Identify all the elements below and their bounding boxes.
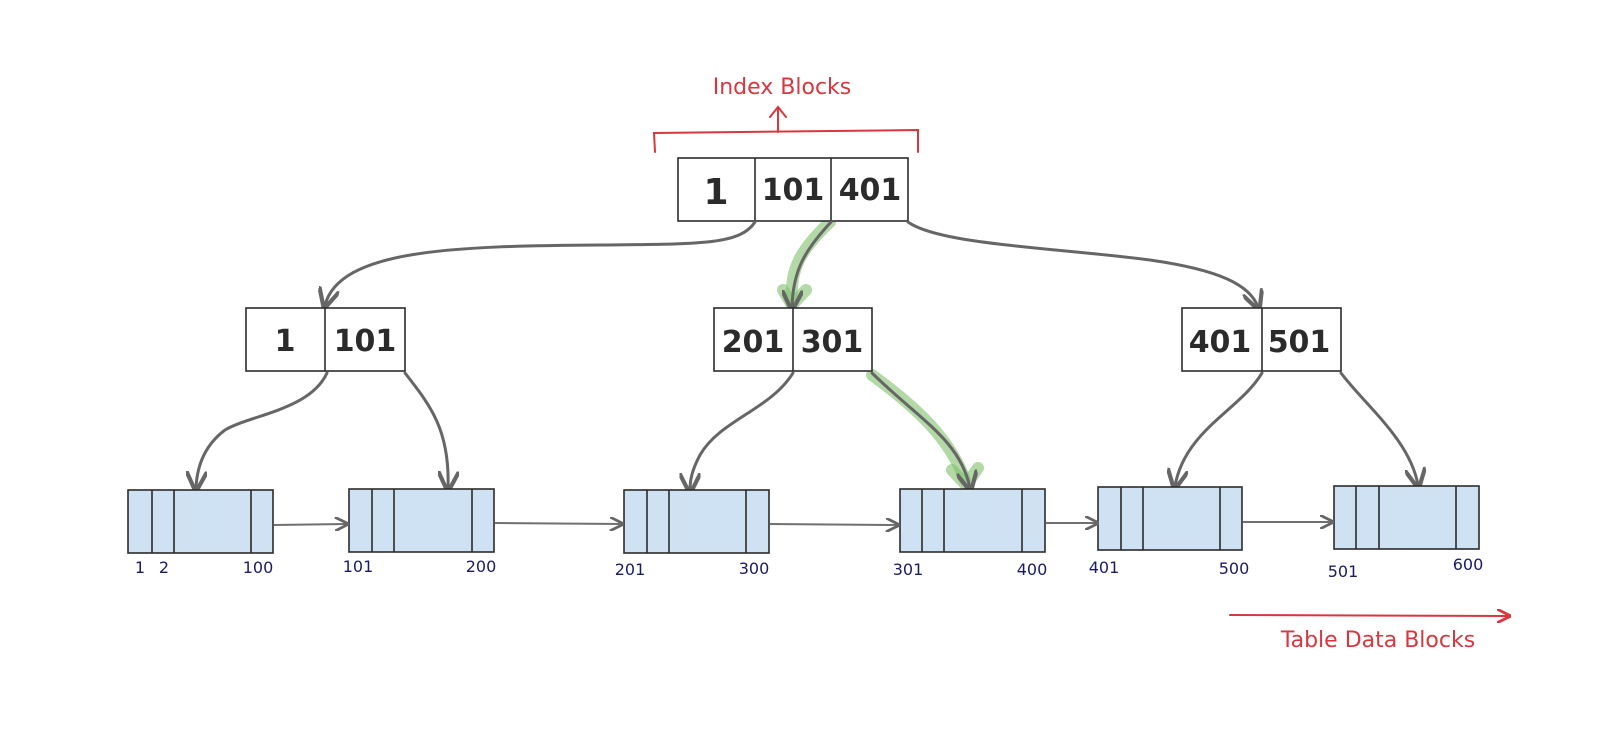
data-block-6: 501 600	[1328, 485, 1484, 581]
range-label: 101	[343, 557, 374, 576]
range-label: 600	[1453, 555, 1484, 574]
index-blocks-annotation: Index Blocks	[652, 75, 919, 153]
branch-node-2: 201 301	[713, 307, 873, 372]
data-block-4: 301 400	[893, 488, 1048, 579]
branch-key: 401	[1189, 325, 1252, 360]
range-label: 400	[1017, 560, 1048, 579]
branch-edges	[196, 371, 1418, 490]
branch-node-3: 401 501	[1181, 307, 1342, 372]
range-label: 1	[135, 558, 145, 577]
root-key: 101	[762, 173, 825, 208]
leaf-links	[273, 522, 1331, 525]
range-label: 501	[1328, 562, 1359, 581]
range-label: 2	[159, 558, 169, 577]
range-label: 201	[615, 560, 646, 579]
data-block-5: 401 500	[1089, 486, 1250, 578]
root-node: 1 101 401	[677, 157, 909, 222]
direction-arrow	[1229, 615, 1508, 616]
data-block-1: 1 2 100	[127, 489, 274, 577]
data-block-3: 201 300	[615, 489, 770, 579]
range-label: 200	[466, 557, 497, 576]
branch-key: 501	[1268, 325, 1331, 360]
branch-node-1: 1 101	[245, 307, 406, 372]
table-data-blocks-annotation: Table Data Blocks	[1229, 615, 1508, 653]
root-key: 401	[839, 173, 902, 208]
range-label: 301	[893, 560, 924, 579]
table-data-blocks-label: Table Data Blocks	[1280, 628, 1475, 653]
branch-key: 101	[334, 324, 397, 359]
range-label: 500	[1219, 559, 1250, 578]
index-blocks-label: Index Blocks	[713, 75, 852, 100]
root-edges	[325, 220, 1258, 307]
branch-key: 1	[275, 324, 296, 359]
range-label: 100	[243, 558, 274, 577]
index-blocks-bracket	[652, 128, 919, 153]
branch-key: 201	[722, 325, 785, 360]
range-label: 300	[739, 559, 770, 578]
data-block-2: 101 200	[343, 488, 497, 576]
branch-key: 301	[801, 325, 864, 360]
root-key: 1	[703, 172, 728, 213]
range-label: 401	[1089, 558, 1120, 577]
